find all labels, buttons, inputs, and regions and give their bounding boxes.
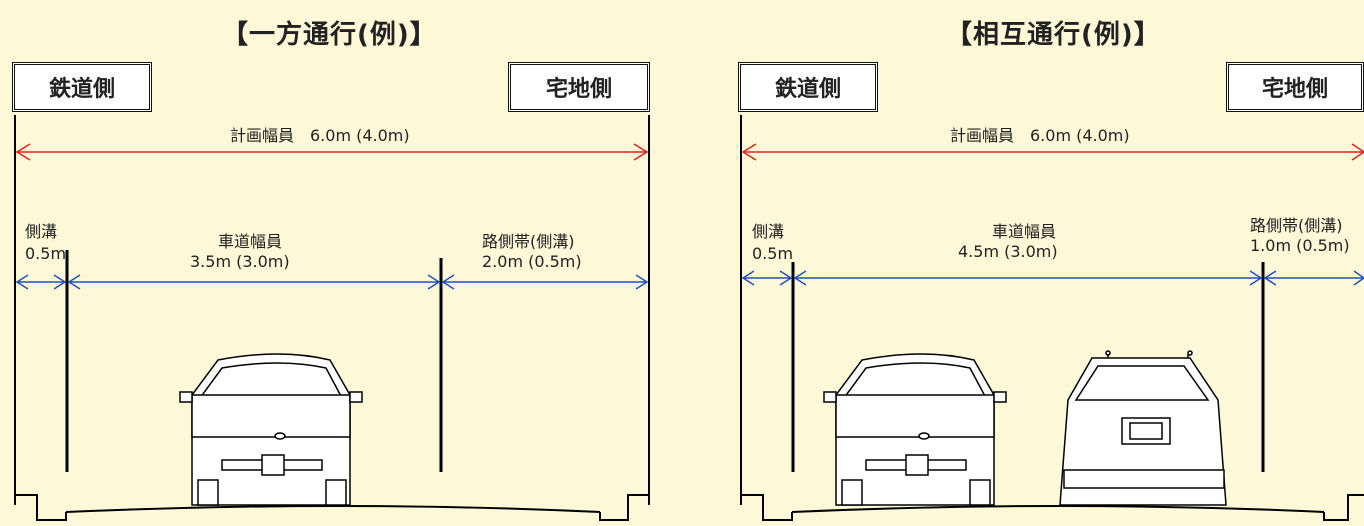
one-way-title: 【一方通行(例)】 xyxy=(222,20,437,50)
plan-width-label: 計画幅員 6.0m (4.0m) xyxy=(230,126,410,145)
shoulder-label: 路側帯(側溝) xyxy=(482,232,575,251)
one-way-panel: 【一方通行(例)】 鉄道側 宅地側 xyxy=(0,0,680,526)
gutter-value: 0.5m xyxy=(752,244,794,263)
residential-side-label: 宅地側 xyxy=(1226,62,1364,112)
gutter-label: 側溝 xyxy=(25,222,58,241)
plan-width-arrow xyxy=(741,143,1364,161)
shoulder-value: 2.0m (0.5m) xyxy=(482,252,582,271)
plan-width-arrow xyxy=(15,143,649,161)
car-front-icon xyxy=(179,353,363,506)
shoulder-label: 路側帯(側溝) xyxy=(1250,216,1343,235)
two-way-cross-section xyxy=(740,115,1364,521)
carriageway-label: 車道幅員 xyxy=(992,222,1057,241)
car-front-icon xyxy=(823,353,1007,506)
gutter-value: 0.5m xyxy=(25,244,67,263)
railway-side-label: 鉄道側 xyxy=(12,62,152,112)
carriageway-value: 4.5m (3.0m) xyxy=(958,242,1058,261)
carriageway-value: 3.5m (3.0m) xyxy=(190,252,290,271)
railway-side-label: 鉄道側 xyxy=(738,62,878,112)
two-way-panel: 【相互通行(例)】 鉄道側 宅地側 xyxy=(724,0,1364,526)
lane-width-arrows xyxy=(15,274,649,290)
lane-width-arrows xyxy=(741,270,1364,286)
residential-side-label: 宅地側 xyxy=(508,62,650,112)
shoulder-value: 1.0m (0.5m) xyxy=(1250,236,1350,255)
carriageway-label: 車道幅員 xyxy=(218,232,283,251)
plan-width-label: 計画幅員 6.0m (4.0m) xyxy=(950,126,1130,145)
gutter-label: 側溝 xyxy=(752,222,785,241)
one-way-cross-section xyxy=(14,115,650,521)
car-rear-icon xyxy=(1059,350,1227,506)
two-way-title: 【相互通行(例)】 xyxy=(946,20,1161,50)
